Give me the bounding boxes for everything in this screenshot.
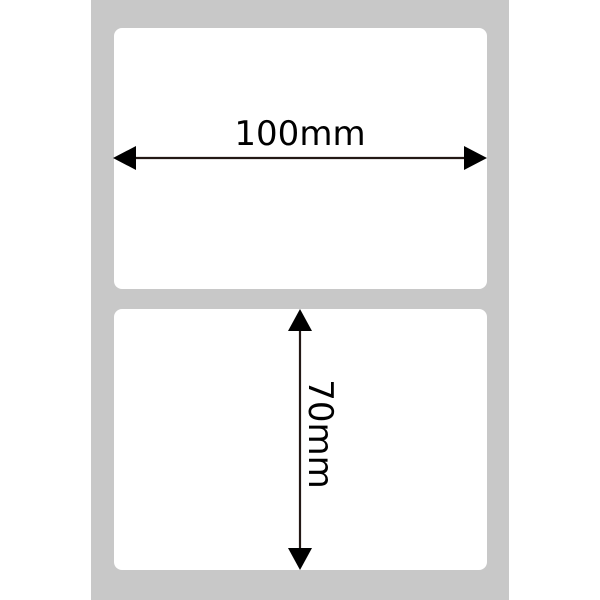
width-dimension-label: 100mm — [234, 114, 366, 154]
height-dimension-label: 70mm — [300, 379, 340, 489]
width-arrow-icon — [113, 146, 487, 170]
height-arrow-icon — [288, 309, 312, 570]
